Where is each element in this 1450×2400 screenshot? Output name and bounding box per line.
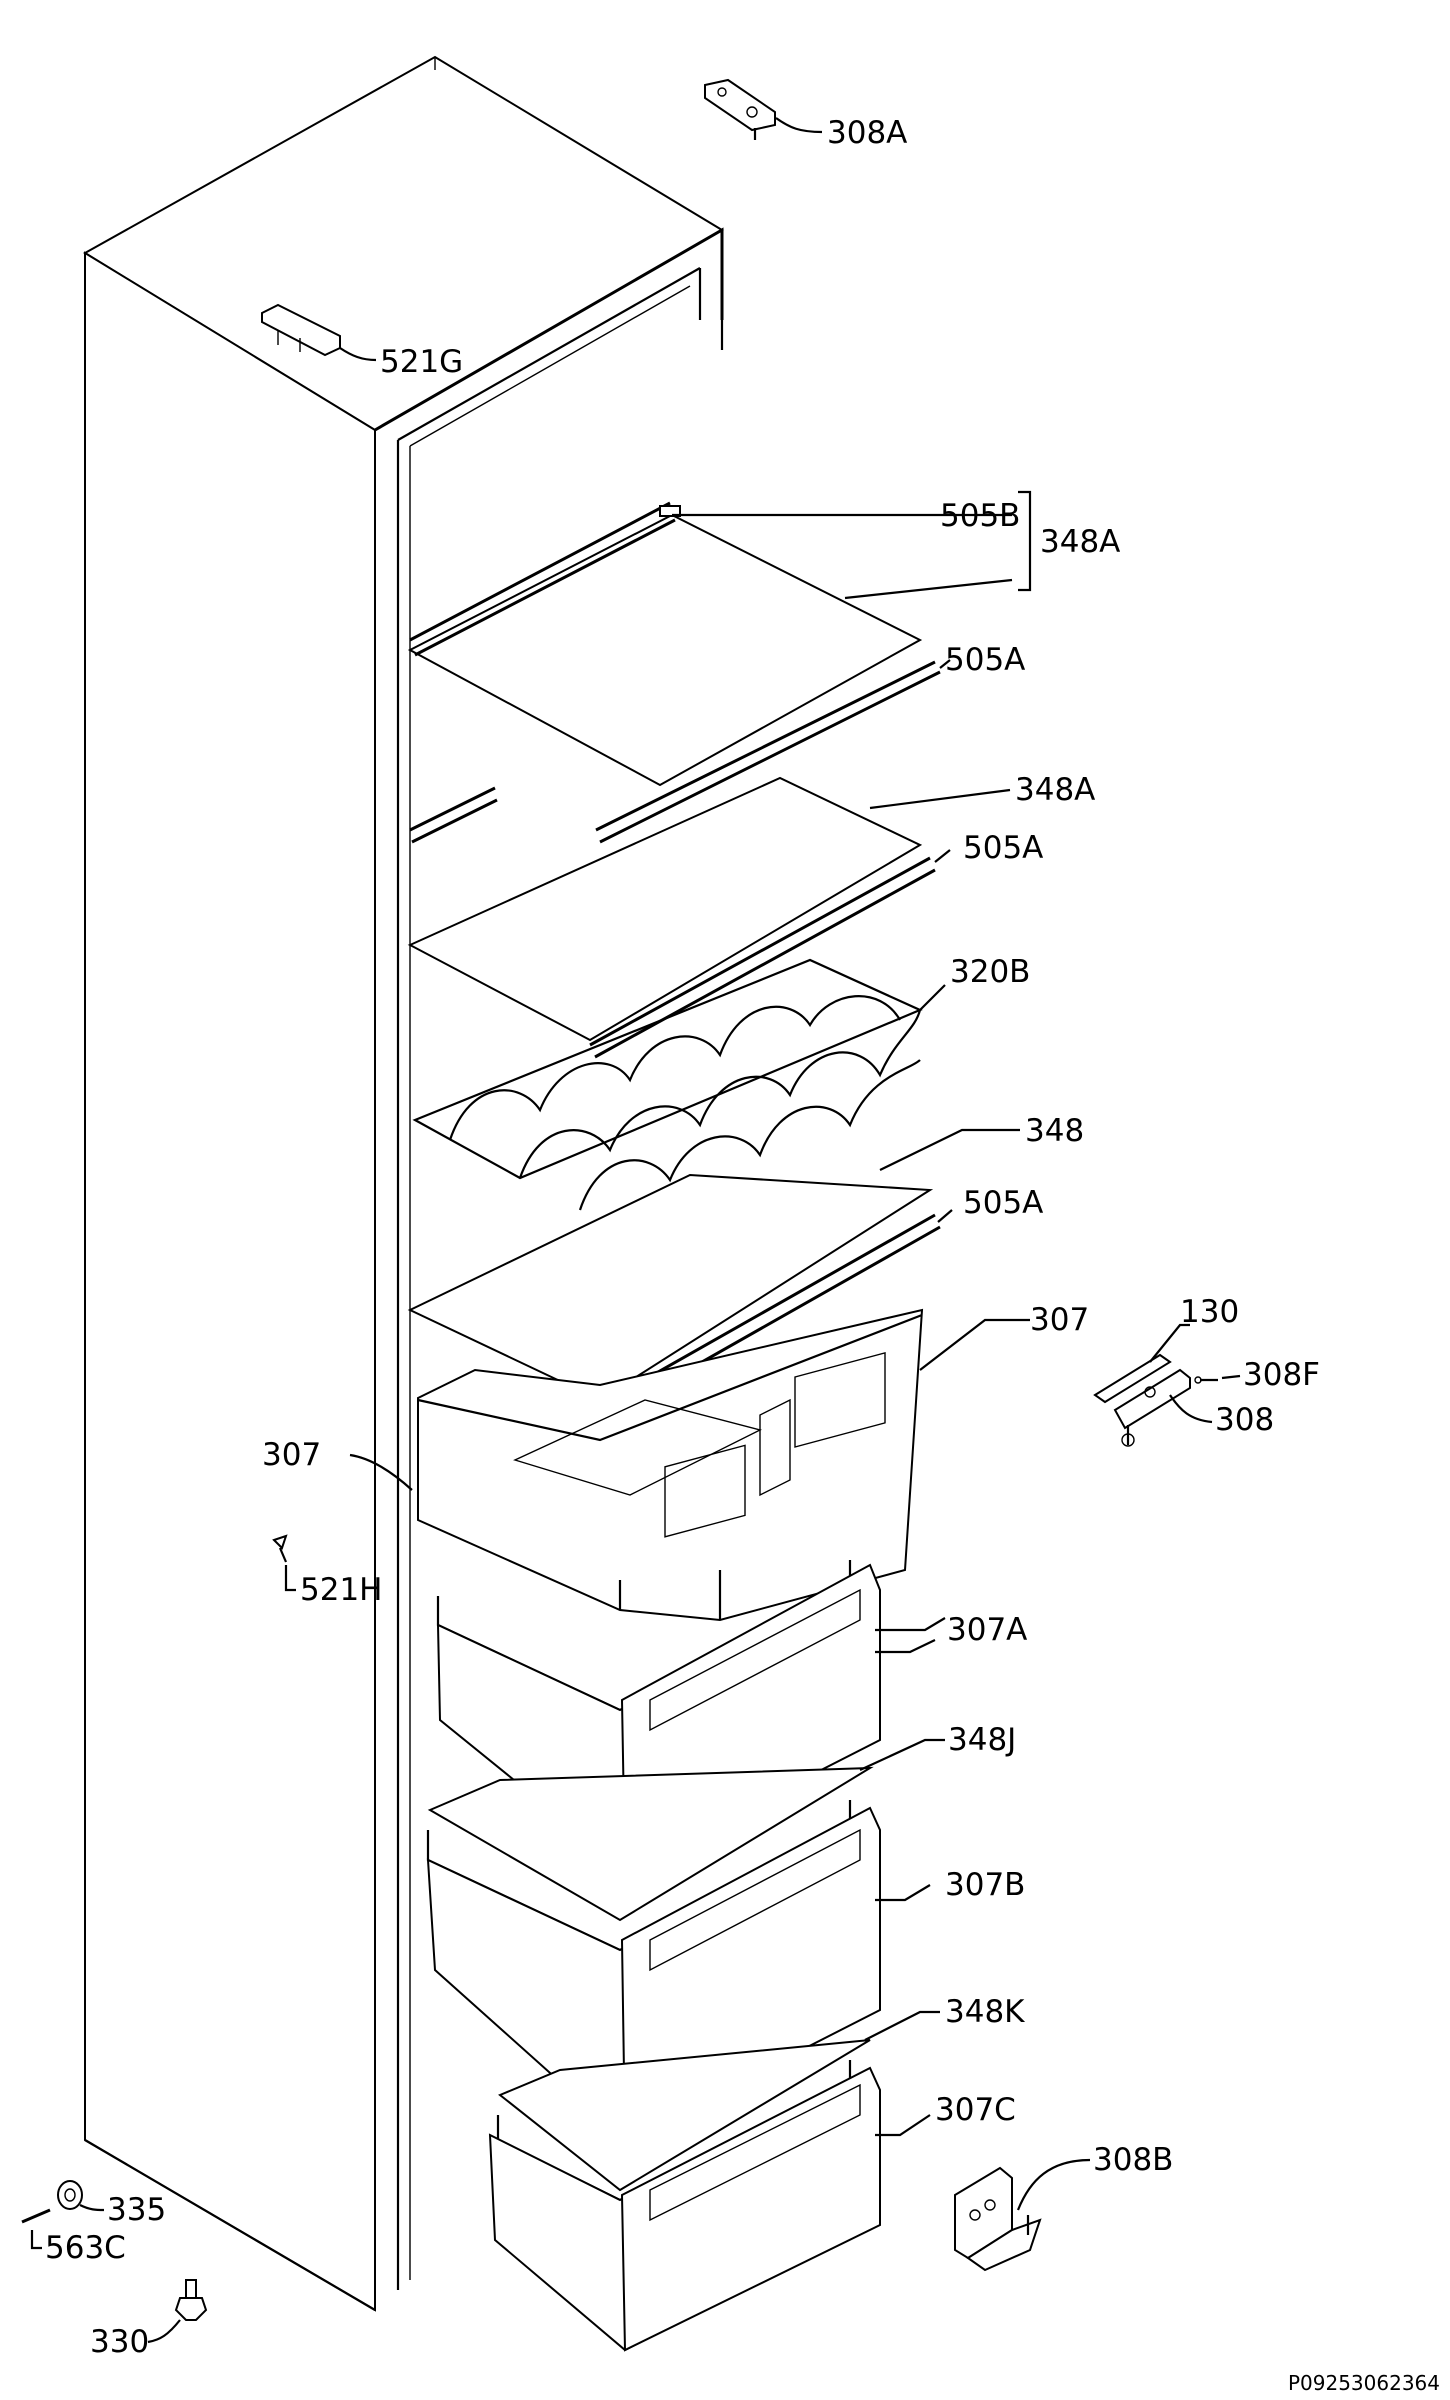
label-320b: 320B: [950, 954, 1030, 990]
leader-330: [147, 2319, 181, 2344]
glass-cover-348k: [498, 2039, 871, 2192]
leader-348k: [864, 2010, 940, 2041]
label-330: 330: [90, 2324, 149, 2360]
leader-348j: [859, 1738, 945, 1771]
label-348: 348: [1025, 1113, 1084, 1149]
leader-505a-3: [937, 1209, 953, 1223]
wine-rack-320b: [412, 958, 923, 1211]
label-521h: 521H: [300, 1572, 382, 1608]
foot-330: [174, 2279, 208, 2321]
leader-563c: [30, 2230, 42, 2250]
label-307b: 307B: [945, 1867, 1025, 1903]
top-cover-521g: [261, 303, 377, 362]
leader-320b: [919, 984, 946, 1011]
screw-521h: [272, 1534, 288, 1563]
shelf-348a-second: [407, 776, 936, 1059]
label-348j: 348J: [948, 1722, 1016, 1758]
bracket-348a: [1018, 490, 1032, 592]
label-348a-2: 348A: [1015, 772, 1095, 808]
label-308a: 308A: [827, 115, 907, 151]
leader-307-left: [349, 1453, 413, 1491]
door-hinge-assembly: [1093, 1353, 1218, 1447]
label-335: 335: [107, 2192, 166, 2228]
leader-308b: [1016, 2158, 1091, 2211]
label-130: 130: [1180, 1294, 1239, 1330]
leader-307c: [875, 2114, 931, 2137]
pin-563c: [21, 2208, 51, 2224]
leader-307b: [875, 1884, 931, 1902]
label-505a-2: 505A: [963, 830, 1043, 866]
label-307c: 307C: [935, 2092, 1016, 2128]
cabinet-body: [83, 55, 724, 2312]
leader-521h: [284, 1565, 296, 1592]
leader-308: [1169, 1394, 1213, 1424]
part-335: [57, 2180, 83, 2210]
leader-505a-1: [939, 659, 951, 669]
leader-307a: [875, 1639, 936, 1654]
drawer-307c: [488, 2060, 881, 2352]
label-308: 308: [1215, 1402, 1274, 1438]
leader-308f: [1221, 1374, 1241, 1380]
label-505b: 505B: [940, 498, 1020, 534]
label-307-right: 307: [1030, 1302, 1089, 1338]
label-308b: 308B: [1093, 2142, 1173, 2178]
leader-335: [79, 2204, 105, 2212]
label-505a-3: 505A: [963, 1185, 1043, 1221]
glass-cover-348j: [427, 1766, 874, 1922]
bottom-bracket-308b: [954, 2166, 1042, 2272]
leader-307-right: [919, 1318, 1030, 1371]
leader-348: [879, 1128, 1020, 1171]
label-521g: 521G: [380, 344, 463, 380]
label-348k: 348K: [945, 1994, 1025, 2030]
leader-348a-top: [844, 578, 1013, 600]
leader-505a-2: [934, 849, 951, 863]
label-307a: 307A: [947, 1612, 1027, 1648]
label-307-left: 307: [262, 1437, 321, 1473]
top-hinge-308a: [704, 78, 823, 140]
shelf-348a-top: [407, 501, 941, 844]
bin-307: [417, 1308, 924, 1622]
leader-348a-2: [869, 788, 1011, 810]
label-505a-1: 505A: [945, 642, 1025, 678]
label-308f: 308F: [1243, 1357, 1320, 1393]
leader-130: [1149, 1323, 1190, 1363]
label-563c: 563C: [45, 2230, 126, 2266]
drawing-code: P09253062364: [1288, 2371, 1440, 2395]
label-348a-group: 348A: [1040, 524, 1120, 560]
